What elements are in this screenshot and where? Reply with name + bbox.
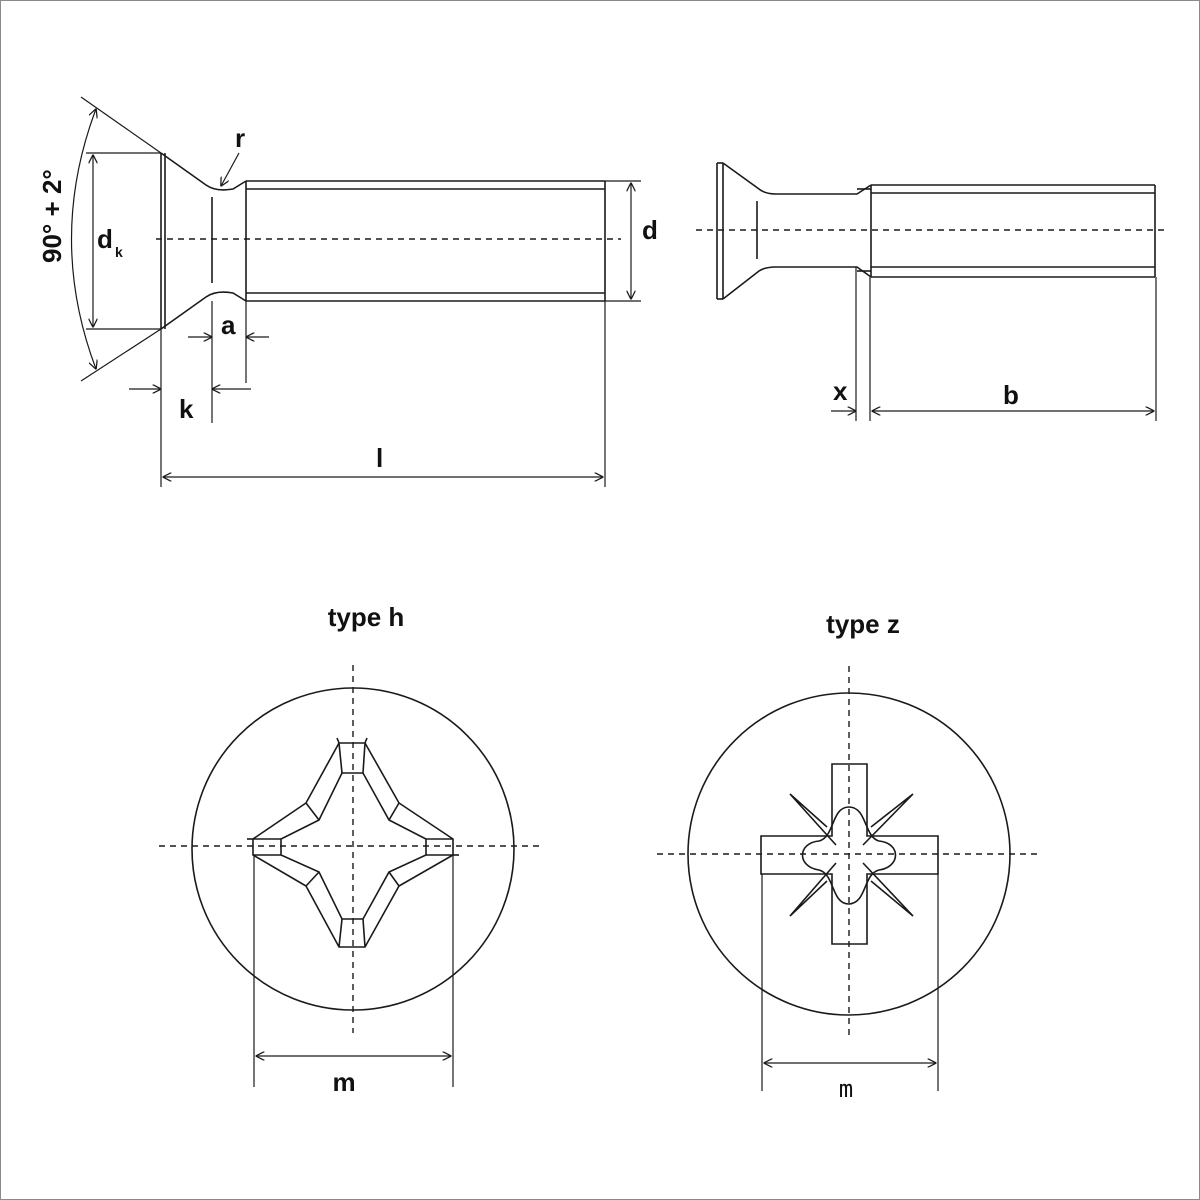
dk-subscript: k xyxy=(115,244,123,260)
a-label: a xyxy=(221,310,236,340)
l-label: l xyxy=(376,443,383,473)
angle-label: 90° + 2° xyxy=(37,169,67,263)
screw-thread-view: x b xyxy=(696,162,1166,421)
type-z-drive: type z m xyxy=(657,609,1039,1103)
type-z-title: type z xyxy=(826,609,900,639)
dk-label: d xyxy=(97,224,113,254)
r-label: r xyxy=(235,123,245,153)
b-label: b xyxy=(1003,380,1019,410)
d-label: d xyxy=(642,215,658,245)
x-label: x xyxy=(833,376,848,406)
type-h-m-label: m xyxy=(332,1067,355,1097)
type-h-title: type h xyxy=(328,602,405,632)
k-label: k xyxy=(179,394,194,424)
screw-side-view: 90° + 2° d k r d a k l xyxy=(37,96,658,487)
type-h-drive: type h m xyxy=(159,602,541,1097)
type-z-m-label: m xyxy=(839,1075,853,1103)
